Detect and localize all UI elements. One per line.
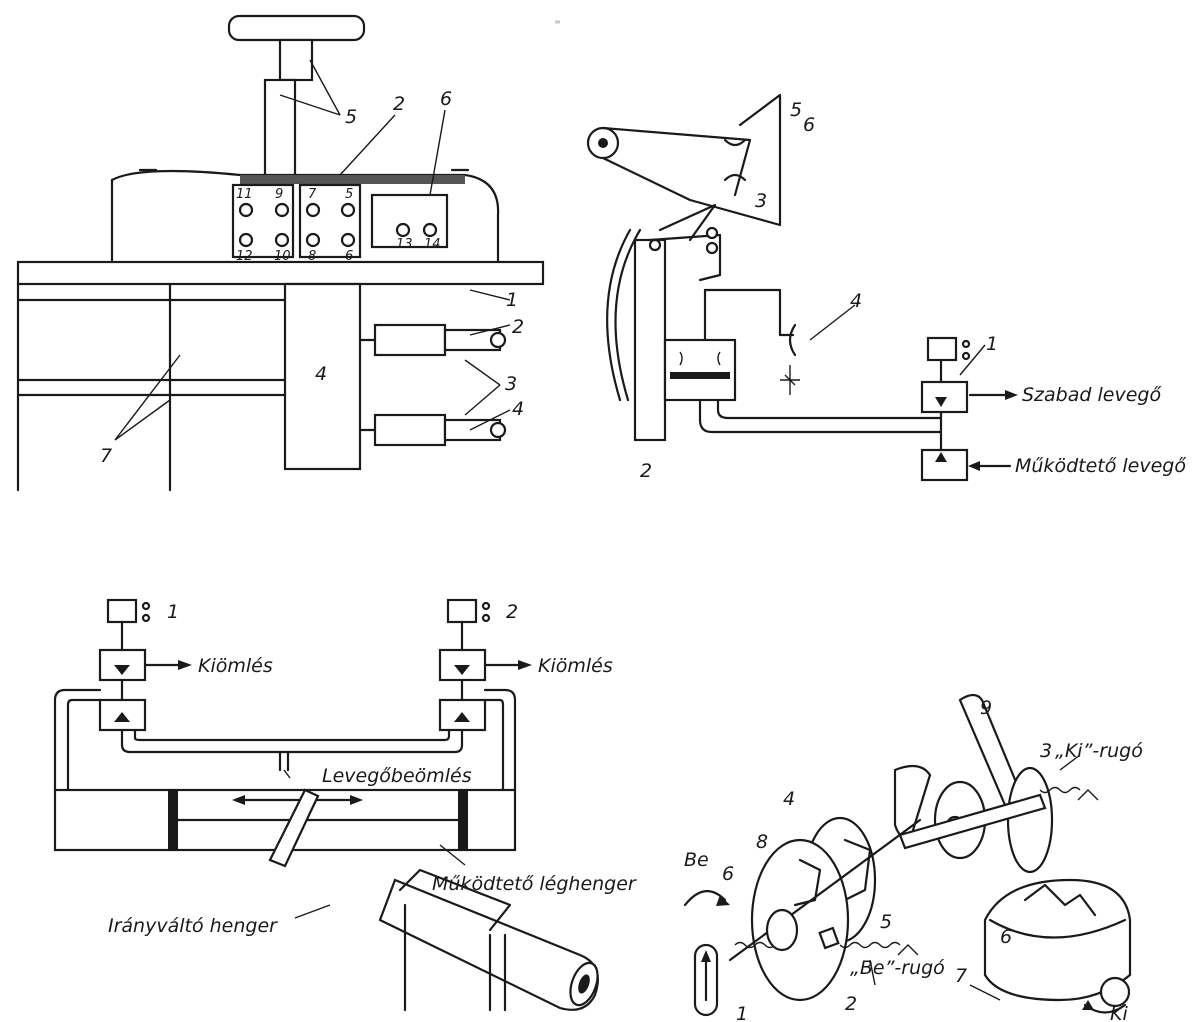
coil-1-label: 1	[167, 601, 179, 623]
housing-4	[283, 282, 362, 471]
panel-bottom-right: 9 3 „Ki”-rugó 4 8 6 Be 5 „Be”-rugó 2 1 6…	[683, 693, 1143, 1022]
be-spring	[839, 941, 901, 949]
label-7: 7	[955, 965, 967, 987]
label-1: 1	[986, 333, 998, 355]
label-2-top: 2	[393, 93, 405, 115]
contact-13: 13	[396, 237, 413, 252]
pipe-left	[53, 688, 102, 792]
label-6-block: 6	[1000, 926, 1012, 948]
label-3: 3	[755, 190, 767, 212]
be-rugo-label: „Be”-rugó	[850, 957, 945, 979]
contact-10: 10	[274, 249, 291, 264]
contact-11: 11	[236, 187, 253, 202]
handle-neck	[278, 38, 314, 82]
shaft-spring	[734, 941, 776, 949]
label-2: 2	[512, 316, 524, 338]
label-9: 9	[980, 697, 992, 719]
shift-lever	[268, 788, 320, 868]
contact-6: 6	[345, 249, 353, 264]
main-shaft	[728, 818, 922, 962]
cylinder-2	[663, 338, 737, 402]
label-4-right: 4	[512, 398, 524, 420]
kiomles-left-label: Kiömlés	[198, 655, 273, 677]
label-5: 5	[790, 99, 802, 121]
piston-left	[168, 790, 178, 850]
contact-12: 12	[236, 249, 253, 264]
shaft-bar	[898, 793, 1047, 850]
coil-1	[926, 336, 958, 362]
coil-2-label: 2	[506, 601, 518, 623]
kiomles-right-label: Kiömlés	[538, 655, 613, 677]
label-3: 3	[505, 373, 517, 395]
body-outline	[16, 282, 287, 492]
contact-7: 7	[308, 187, 317, 202]
pipe-right	[483, 688, 517, 792]
lever-post	[633, 238, 667, 442]
hatched-bar	[240, 175, 465, 184]
leghenger-label: Működtető léghenger	[432, 873, 637, 895]
label-6: 6	[440, 88, 452, 110]
contact-block-3	[370, 193, 449, 249]
label-4: 4	[783, 788, 795, 810]
coil-1	[106, 598, 138, 624]
ki-rugo-label: „Ki”-rugó	[1055, 740, 1143, 762]
contact-8: 8	[308, 249, 316, 264]
panel-bottom-left: 1 2 Kiömlés Kiömlés Levegőbeömlés Működt…	[53, 598, 637, 1012]
latch	[658, 203, 717, 242]
valve-base	[920, 448, 969, 482]
label-1: 1	[506, 289, 518, 311]
frame-arch	[110, 169, 500, 264]
label-2: 2	[845, 993, 857, 1015]
piston-right	[458, 790, 468, 850]
label-5: 5	[880, 911, 892, 933]
contact-5: 5	[345, 187, 353, 202]
label-6-hub: 6	[722, 863, 734, 885]
t-handle	[227, 14, 366, 42]
drum-block	[983, 878, 1132, 1002]
hub-6	[765, 908, 799, 952]
pipe-intake	[120, 728, 464, 754]
iranyvalto-label: Irányváltó henger	[108, 915, 278, 937]
ki-spring	[1039, 786, 1081, 794]
szabad-levego-label: Szabad levegő	[1022, 384, 1161, 406]
label-7: 7	[100, 445, 112, 467]
contact-14: 14	[424, 237, 441, 252]
levegobeomles-label: Levegőbeömlés	[322, 765, 472, 787]
panel-top-right: 5 6 3 4 1 2 Szabad levegő Működtető leve…	[586, 93, 1186, 482]
ki-disc	[1006, 766, 1054, 874]
label-3: 3	[1040, 740, 1052, 762]
mukodteto-levego-label: Működtető levegő	[1015, 455, 1186, 477]
label-8: 8	[756, 831, 768, 853]
bolt-assembly-top	[373, 323, 447, 357]
be-label: Be	[684, 849, 709, 871]
coil-2	[446, 598, 478, 624]
label-6: 6	[803, 114, 815, 136]
label-2: 2	[640, 460, 652, 482]
base-plate	[16, 260, 545, 286]
air-pipe	[698, 398, 942, 434]
spring-arc	[606, 228, 632, 402]
label-5: 5	[345, 106, 357, 128]
contact-9: 9	[275, 187, 283, 202]
disc-8	[750, 838, 850, 1002]
lever-6	[688, 93, 782, 227]
bolt-assembly-bottom	[373, 413, 447, 447]
stud-7	[1099, 976, 1131, 1008]
label-4-housing: 4	[315, 363, 327, 385]
label-4: 4	[850, 290, 862, 312]
label-1: 1	[736, 1003, 748, 1022]
ki-label: Ki	[1110, 1003, 1128, 1022]
panel-top-left: 11 9 7 5 12 10 8 6 13 14 5 2 6 1 2 3	[16, 14, 560, 492]
